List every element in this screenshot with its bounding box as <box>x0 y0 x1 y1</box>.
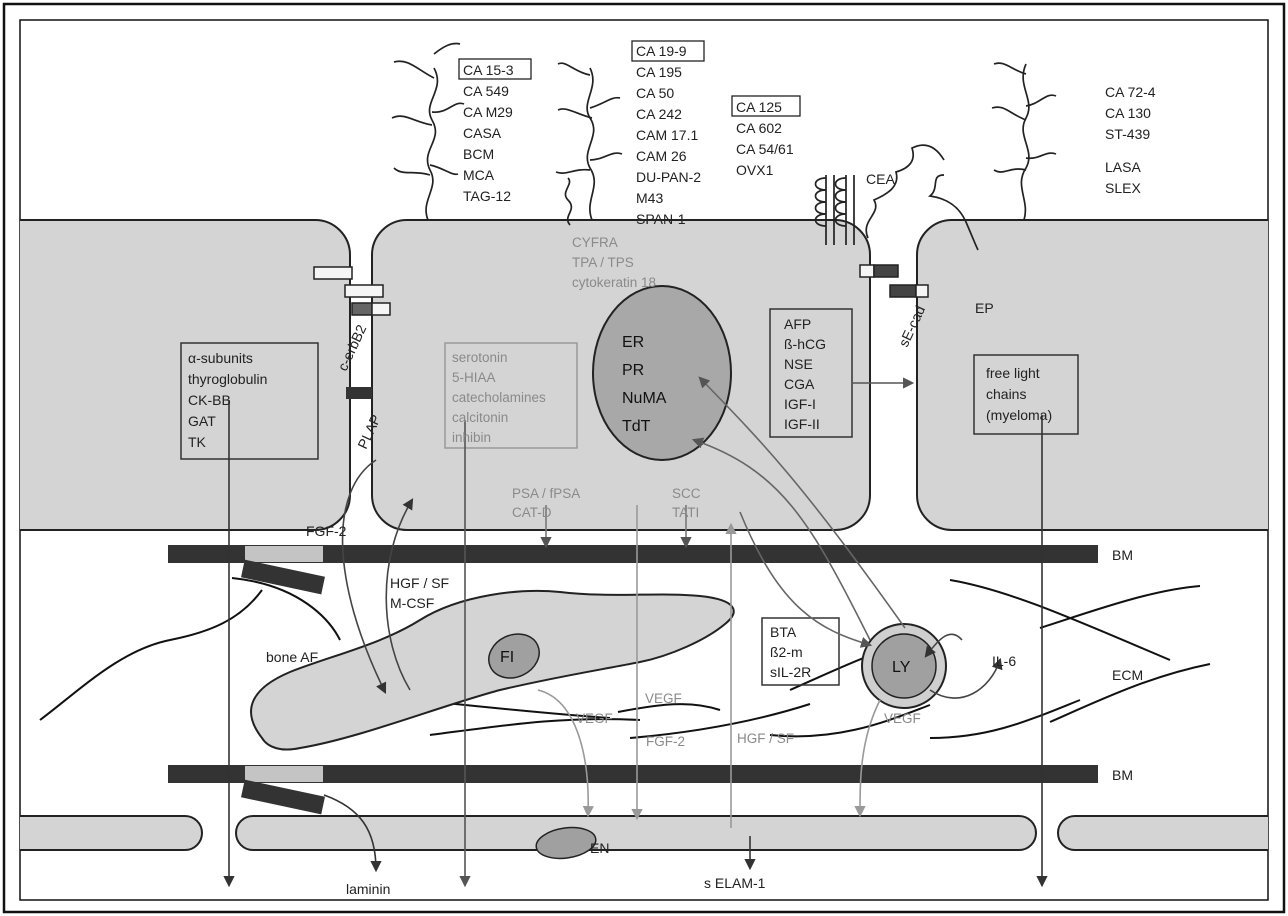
svg-text:CA 54/61: CA 54/61 <box>736 141 794 157</box>
svg-text:CAM 17.1: CAM 17.1 <box>636 127 698 143</box>
svg-text:CAM 26: CAM 26 <box>636 148 687 164</box>
svg-text:catecholamines: catecholamines <box>452 390 546 405</box>
endothelial-cell-left <box>0 816 202 850</box>
svg-text:chains: chains <box>986 386 1026 402</box>
svg-text:CK-BB: CK-BB <box>188 392 231 408</box>
svg-text:LASA: LASA <box>1105 159 1141 175</box>
svg-text:ß2-m: ß2-m <box>770 644 803 660</box>
basement-membrane-top-segment <box>245 546 323 562</box>
svg-text:CA 15-3: CA 15-3 <box>463 62 514 78</box>
svg-text:IGF-II: IGF-II <box>784 416 820 432</box>
svg-text:M-CSF: M-CSF <box>390 595 434 611</box>
hgf-low-label: HGF / SF <box>737 731 794 746</box>
laminin-bar-top <box>241 560 325 595</box>
svg-text:CASA: CASA <box>463 125 502 141</box>
svg-text:CAT-D: CAT-D <box>512 505 552 520</box>
ecm-label: ECM <box>1112 667 1143 683</box>
svg-text:BCM: BCM <box>463 146 494 162</box>
svg-text:AFP: AFP <box>784 316 811 332</box>
svg-text:PR: PR <box>622 362 644 379</box>
basement-membrane-bottom-segment <box>245 766 323 782</box>
svg-text:ß-hCG: ß-hCG <box>784 336 826 352</box>
ca199-marker-list: CA 19-9 CA 195 CA 50 CA 242 CAM 17.1 CAM… <box>636 43 701 227</box>
svg-text:IGF-I: IGF-I <box>784 396 816 412</box>
svg-text:CA M29: CA M29 <box>463 104 513 120</box>
svg-text:CA 602: CA 602 <box>736 120 782 136</box>
svg-text:PSA / fPSA: PSA / fPSA <box>512 486 580 501</box>
svg-text:inhibin: inhibin <box>452 430 491 445</box>
svg-text:OVX1: OVX1 <box>736 162 774 178</box>
bm-label-top: BM <box>1112 547 1133 563</box>
bm-label-bottom: BM <box>1112 767 1133 783</box>
hgf-mcsf-labels: HGF / SF M-CSF <box>390 575 449 611</box>
svg-text:SPAN-1: SPAN-1 <box>636 211 686 227</box>
svg-text:CA 72-4: CA 72-4 <box>1105 84 1156 100</box>
vegf-label-right: VEGF <box>884 711 921 726</box>
svg-text:TdT: TdT <box>622 418 651 435</box>
svg-text:(myeloma): (myeloma) <box>986 407 1052 423</box>
fi-label: FI <box>500 649 514 666</box>
selam-label: s ELAM-1 <box>704 875 766 891</box>
svg-text:calcitonin: calcitonin <box>452 410 508 425</box>
endothelial-cell-right <box>1058 816 1288 850</box>
svg-text:M43: M43 <box>636 190 663 206</box>
fgf2-low-label: FGF-2 <box>646 734 685 749</box>
svg-text:ER: ER <box>622 334 644 351</box>
ly-label: LY <box>892 659 911 676</box>
en-label: EN <box>590 840 609 856</box>
svg-text:MCA: MCA <box>463 167 495 183</box>
endothelial-cell <box>236 816 1036 850</box>
svg-text:BTA: BTA <box>770 624 797 640</box>
svg-text:CGA: CGA <box>784 376 815 392</box>
svg-text:CA 549: CA 549 <box>463 83 509 99</box>
svg-text:free light: free light <box>986 365 1040 381</box>
ca724-marker-list: CA 72-4 CA 130 ST-439 LASA SLEX <box>1105 84 1156 196</box>
vegf-label-center: VEGF <box>645 691 682 706</box>
svg-text:cytokeratin 18: cytokeratin 18 <box>572 275 656 290</box>
il6-label: IL-6 <box>992 653 1016 669</box>
svg-text:5-HIAA: 5-HIAA <box>452 370 496 385</box>
vegf-label-left: VEGF <box>576 711 613 726</box>
ca125-marker-list: CA 125 CA 602 CA 54/61 OVX1 <box>736 99 794 178</box>
svg-text:ST-439: ST-439 <box>1105 126 1150 142</box>
left-epithelial-cell <box>0 220 350 530</box>
svg-text:SLEX: SLEX <box>1105 180 1141 196</box>
svg-text:thyroglobulin: thyroglobulin <box>188 371 267 387</box>
cea-label: CEA <box>866 171 895 187</box>
laminin-label: laminin <box>346 881 390 897</box>
right-epithelial-cell <box>917 220 1288 530</box>
tumor-cell-nucleus <box>593 286 731 460</box>
svg-text:sIL-2R: sIL-2R <box>770 664 811 680</box>
svg-text:HGF / SF: HGF / SF <box>390 575 449 591</box>
svg-text:CA 195: CA 195 <box>636 64 682 80</box>
svg-text:TATI: TATI <box>672 505 699 520</box>
svg-text:TK: TK <box>188 434 207 450</box>
svg-text:NSE: NSE <box>784 356 813 372</box>
svg-text:CA 50: CA 50 <box>636 85 674 101</box>
svg-text:CA 130: CA 130 <box>1105 105 1151 121</box>
bone-af-label: bone AF <box>266 649 318 665</box>
svg-text:serotonin: serotonin <box>452 350 508 365</box>
svg-text:α-subunits: α-subunits <box>188 350 253 366</box>
svg-text:CA 242: CA 242 <box>636 106 682 122</box>
svg-text:TAG-12: TAG-12 <box>463 188 511 204</box>
fgf2-top-label: FGF-2 <box>306 523 347 539</box>
svg-text:TPA / TPS: TPA / TPS <box>572 255 634 270</box>
svg-text:CA 125: CA 125 <box>736 99 782 115</box>
bta-marker-box-text: BTA ß2-m sIL-2R <box>770 624 811 680</box>
svg-text:NuMA: NuMA <box>622 390 667 407</box>
ep-label: EP <box>975 300 994 316</box>
svg-text:DU-PAN-2: DU-PAN-2 <box>636 169 701 185</box>
laminin-bar-bottom <box>241 780 325 815</box>
svg-text:CYFRA: CYFRA <box>572 235 618 250</box>
svg-text:GAT: GAT <box>188 413 216 429</box>
svg-text:CA 19-9: CA 19-9 <box>636 43 687 59</box>
svg-text:SCC: SCC <box>672 486 701 501</box>
ca153-marker-list: CA 15-3 CA 549 CA M29 CASA BCM MCA TAG-1… <box>463 62 514 204</box>
